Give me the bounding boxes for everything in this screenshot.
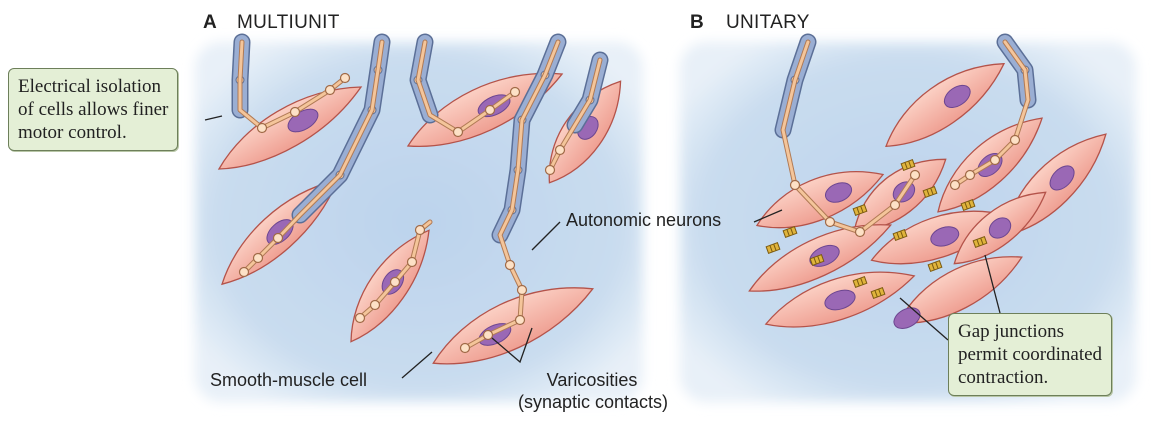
- gap-note-line-2: permit coordinated: [958, 344, 1103, 365]
- gap-junction: [922, 186, 938, 198]
- varicosity: [909, 169, 921, 181]
- nucleus: [930, 226, 960, 247]
- autonomic-neurons-label: Autonomic neurons: [566, 210, 722, 230]
- gap-junction: [782, 226, 798, 238]
- leader-lines: [204, 115, 1001, 379]
- panel-b-title: UNITARY: [726, 12, 810, 33]
- smooth-muscle-leader: [401, 351, 433, 379]
- panel-a-title: MULTIUNIT: [237, 12, 340, 33]
- autonomic-neuron: [354, 219, 433, 324]
- unitary-nerves: [774, 33, 1037, 238]
- varicosity: [889, 199, 901, 211]
- gap-junction: [960, 199, 976, 211]
- smooth-muscle-cell: [764, 271, 916, 328]
- varicosity: [389, 276, 401, 288]
- varicosity: [554, 144, 566, 156]
- varicosity: [452, 126, 464, 138]
- gap-junction: [870, 287, 886, 299]
- gap-leader-2: [984, 254, 1001, 314]
- gap-junction: [900, 159, 916, 171]
- gap-junction: [852, 204, 868, 216]
- varicosity: [256, 122, 268, 134]
- varicosity: [354, 312, 366, 324]
- varicosities-line-2: (synaptic contacts): [518, 392, 669, 412]
- gap-junctions: [765, 159, 988, 299]
- varicosity: [252, 252, 264, 264]
- smooth-muscle-cell: [893, 256, 1023, 329]
- varicosity: [1009, 134, 1021, 146]
- gap-junction: [927, 260, 943, 272]
- isolation-note-line-3: motor control.: [18, 122, 127, 143]
- varicosity: [789, 179, 801, 191]
- varicosity: [516, 284, 528, 296]
- nucleus: [988, 217, 1012, 239]
- varicosity: [484, 104, 496, 116]
- varicosity: [824, 216, 836, 228]
- nucleus: [824, 182, 853, 203]
- gap-leader-1: [899, 297, 949, 341]
- varicosity: [514, 314, 526, 326]
- smooth-muscle-cell: [885, 63, 1006, 147]
- nucleus: [893, 307, 921, 329]
- varicosity: [238, 266, 250, 278]
- varicosity: [949, 179, 961, 191]
- gap-note-line-3: contraction.: [958, 367, 1049, 388]
- isolation-note: Electrical isolation of cells allows fin…: [8, 68, 179, 151]
- nucleus: [824, 289, 856, 311]
- varicosities-label: Varicosities (synaptic contacts): [518, 369, 668, 413]
- varicosity: [414, 224, 426, 236]
- nucleus: [943, 84, 971, 108]
- varicosity: [989, 154, 1001, 166]
- gap-junction: [765, 242, 781, 254]
- varicosity: [369, 299, 381, 311]
- varicosity: [544, 164, 556, 176]
- smooth-muscle-cell-label: Smooth-muscle cell: [210, 370, 368, 390]
- autonomic-neuron: [459, 33, 567, 354]
- varicosity: [272, 232, 284, 244]
- gap-junction: [809, 254, 825, 266]
- autonomic-leader-a: [531, 221, 561, 251]
- gap-junction-note: Gap junctions permit coordinated contrac…: [948, 313, 1113, 396]
- varicosity: [406, 256, 418, 268]
- varicosity: [482, 329, 494, 341]
- gap-note-line-1: Gap junctions: [958, 321, 1065, 342]
- gap-junction: [852, 276, 868, 288]
- gap-junction: [972, 236, 988, 248]
- varicosities-line-1: Varicosities: [546, 370, 638, 390]
- varicosity: [459, 342, 471, 354]
- varicosities-leader: [491, 327, 533, 364]
- panel-a-letter: A: [203, 12, 217, 33]
- smooth-muscle-cell: [548, 80, 622, 184]
- panel-b-letter: B: [690, 12, 704, 33]
- varicosity: [964, 169, 976, 181]
- smooth-muscle-cell: [755, 171, 885, 229]
- autonomic-neuron: [949, 33, 1037, 191]
- nucleus: [1049, 165, 1075, 191]
- gap-junction: [892, 229, 908, 241]
- varicosity: [339, 72, 351, 84]
- varicosity: [854, 226, 866, 238]
- autonomic-leader-b: [753, 209, 783, 223]
- isolation-leader: [204, 115, 223, 121]
- isolation-note-line-2: of cells allows finer: [18, 99, 169, 120]
- autonomic-neuron: [544, 51, 609, 176]
- varicosity: [509, 86, 521, 98]
- autonomic-neuron: [409, 33, 521, 138]
- multiunit-nerves: [231, 33, 609, 354]
- varicosity: [324, 84, 336, 96]
- isolation-note-line-1: Electrical isolation: [18, 76, 161, 97]
- autonomic-neuron: [238, 33, 391, 278]
- varicosity: [289, 106, 301, 118]
- autonomic-neuron: [774, 33, 921, 238]
- autonomic-neuron: [231, 33, 351, 134]
- varicosity: [504, 259, 516, 271]
